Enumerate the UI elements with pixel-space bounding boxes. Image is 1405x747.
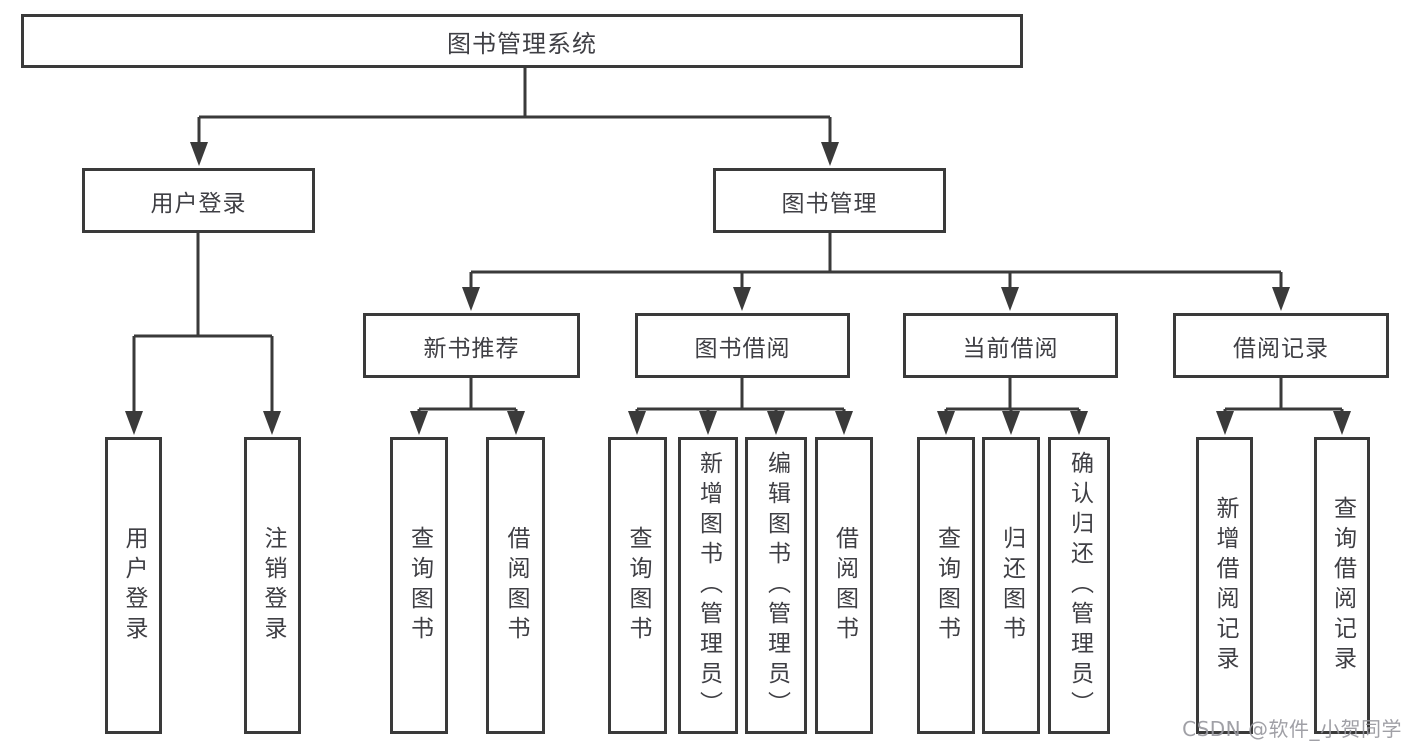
connector-root [197, 68, 832, 146]
node-borrow-records: 借阅记录 [1173, 313, 1389, 378]
leaf-newbooks-query-books: 查询图书 [390, 437, 448, 734]
csdn-watermark: CSDN @软件_小贺同学 [1182, 717, 1402, 741]
connector-borrow-records [1223, 378, 1344, 414]
node-current-borrowing: 当前借阅 [903, 313, 1118, 378]
leaf-current-query-books: 查询图书 [917, 437, 975, 734]
leaf-current-confirm-return-admin-label: 确认归还（管理员） [1066, 450, 1093, 721]
leaf-borrowing-add-books-admin: 新增图书（管理员） [678, 437, 738, 734]
connector-new-books [417, 378, 518, 414]
connector-book-borrow [635, 378, 846, 414]
leaf-newbooks-borrow-books: 借阅图书 [486, 437, 545, 734]
leaf-current-confirm-return-admin: 确认归还（管理员） [1048, 437, 1110, 734]
leaf-borrowing-add-books-admin-label: 新增图书（管理员） [695, 450, 722, 721]
node-new-book-recommend: 新书推荐 [363, 313, 580, 378]
leaf-current-query-books-label: 查询图书 [933, 525, 960, 646]
leaf-records-query-borrow-record: 查询借阅记录 [1314, 437, 1370, 734]
leaf-current-return-books: 归还图书 [982, 437, 1040, 734]
leaf-newbooks-borrow-books-label: 借阅图书 [503, 525, 529, 646]
node-root-library-system: 图书管理系统 [21, 14, 1023, 68]
leaf-records-query-borrow-record-label: 查询借阅记录 [1329, 495, 1356, 676]
connector-book-mgmt [469, 233, 1283, 291]
leaf-borrowing-borrow-books-label: 借阅图书 [831, 525, 858, 646]
node-book-management: 图书管理 [713, 168, 946, 233]
leaf-borrowing-borrow-books: 借阅图书 [815, 437, 873, 734]
leaf-records-add-borrow-record: 新增借阅记录 [1196, 437, 1253, 734]
leaf-borrowing-query-books: 查询图书 [608, 437, 667, 734]
leaf-newbooks-query-books-label: 查询图书 [406, 525, 433, 646]
leaf-user-login-label: 用户登录 [121, 525, 147, 646]
node-book-borrowing: 图书借阅 [635, 313, 850, 378]
connector-current-borrow [944, 378, 1081, 414]
leaf-user-login: 用户登录 [105, 437, 162, 734]
connector-user-login [132, 233, 274, 414]
leaf-current-return-books-label: 归还图书 [998, 525, 1025, 646]
leaf-logout: 注销登录 [244, 437, 301, 734]
leaf-records-add-borrow-record-label: 新增借阅记录 [1212, 495, 1238, 676]
leaf-borrowing-query-books-label: 查询图书 [625, 525, 651, 646]
arrowheads [125, 142, 1351, 435]
leaf-logout-label: 注销登录 [260, 525, 286, 646]
leaf-borrowing-edit-books-admin-label: 编辑图书（管理员） [763, 450, 790, 721]
leaf-borrowing-edit-books-admin: 编辑图书（管理员） [745, 437, 807, 734]
node-user-login: 用户登录 [82, 168, 315, 233]
